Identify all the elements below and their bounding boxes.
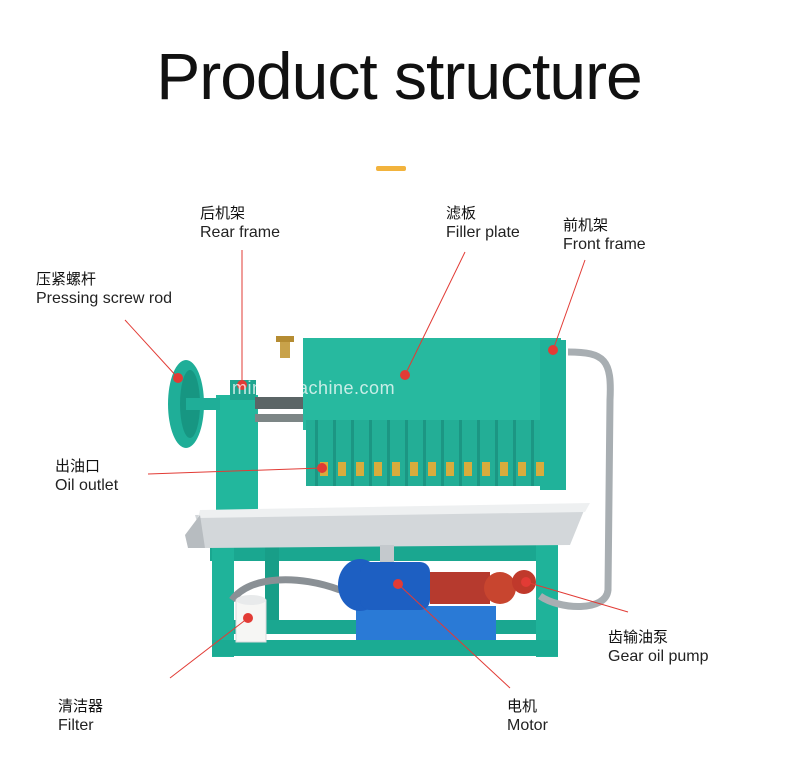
pressing-screw-handwheel: [168, 360, 220, 448]
label-gear-oil-pump-zh: 齿输油泵: [608, 628, 669, 646]
label-filter-zh: 清洁器: [58, 697, 104, 715]
label-front-frame-zh: 前机架: [563, 216, 609, 234]
label-oil-outlet: 出油口 Oil outlet: [55, 457, 118, 496]
callout-line-filter: [169, 617, 249, 679]
label-gear-oil-pump-en: Gear oil pump: [608, 647, 709, 665]
label-oil-outlet-zh: 出油口: [55, 457, 101, 475]
label-rear-frame: 后机架 Rear frame: [200, 204, 280, 243]
label-front-frame-en: Front frame: [563, 235, 646, 253]
callout-line-pressing-screw: [124, 319, 179, 379]
callout-dots: [173, 345, 558, 623]
steel-oil-tray: [185, 503, 590, 585]
label-oil-outlet-en: Oil outlet: [55, 476, 119, 494]
callout-line-oil-outlet: [147, 467, 323, 475]
label-pressing-screw-rod-zh: 压紧螺杆: [36, 270, 97, 288]
label-motor-zh: 电机: [507, 697, 538, 715]
callout-line-motor: [397, 583, 511, 689]
label-rear-frame-en: Rear frame: [200, 223, 281, 241]
label-filler-plate: 滤板 Filler plate: [446, 204, 520, 243]
label-filler-plate-zh: 滤板: [446, 204, 477, 222]
label-motor-en: Motor: [507, 716, 548, 734]
callout-line-gear-oil-pump: [525, 581, 629, 613]
label-rear-frame-zh: 后机架: [200, 204, 246, 222]
label-pressing-screw-rod: 压紧螺杆 Pressing screw rod: [36, 270, 172, 309]
callout-line-front-frame: [552, 259, 586, 351]
motor-and-pump: [338, 559, 536, 640]
label-gear-oil-pump: 齿输油泵 Gear oil pump: [608, 628, 709, 667]
label-filter-en: Filter: [58, 716, 94, 734]
callout-lines: [124, 250, 629, 689]
oil-hose: [537, 348, 614, 610]
label-front-frame: 前机架 Front frame: [563, 216, 646, 255]
callout-line-filler-plate: [404, 251, 466, 376]
page-title: Product structure: [156, 39, 643, 113]
oil-outlet-taps: [320, 462, 544, 476]
label-filter: 清洁器 Filter: [58, 697, 103, 736]
watermark-text: minkomachine.com: [232, 378, 396, 398]
title-accent-bar: [376, 166, 406, 171]
label-filler-plate-en: Filler plate: [446, 223, 520, 241]
label-pressing-screw-rod-en: Pressing screw rod: [36, 289, 173, 307]
label-motor: 电机 Motor: [507, 697, 548, 736]
